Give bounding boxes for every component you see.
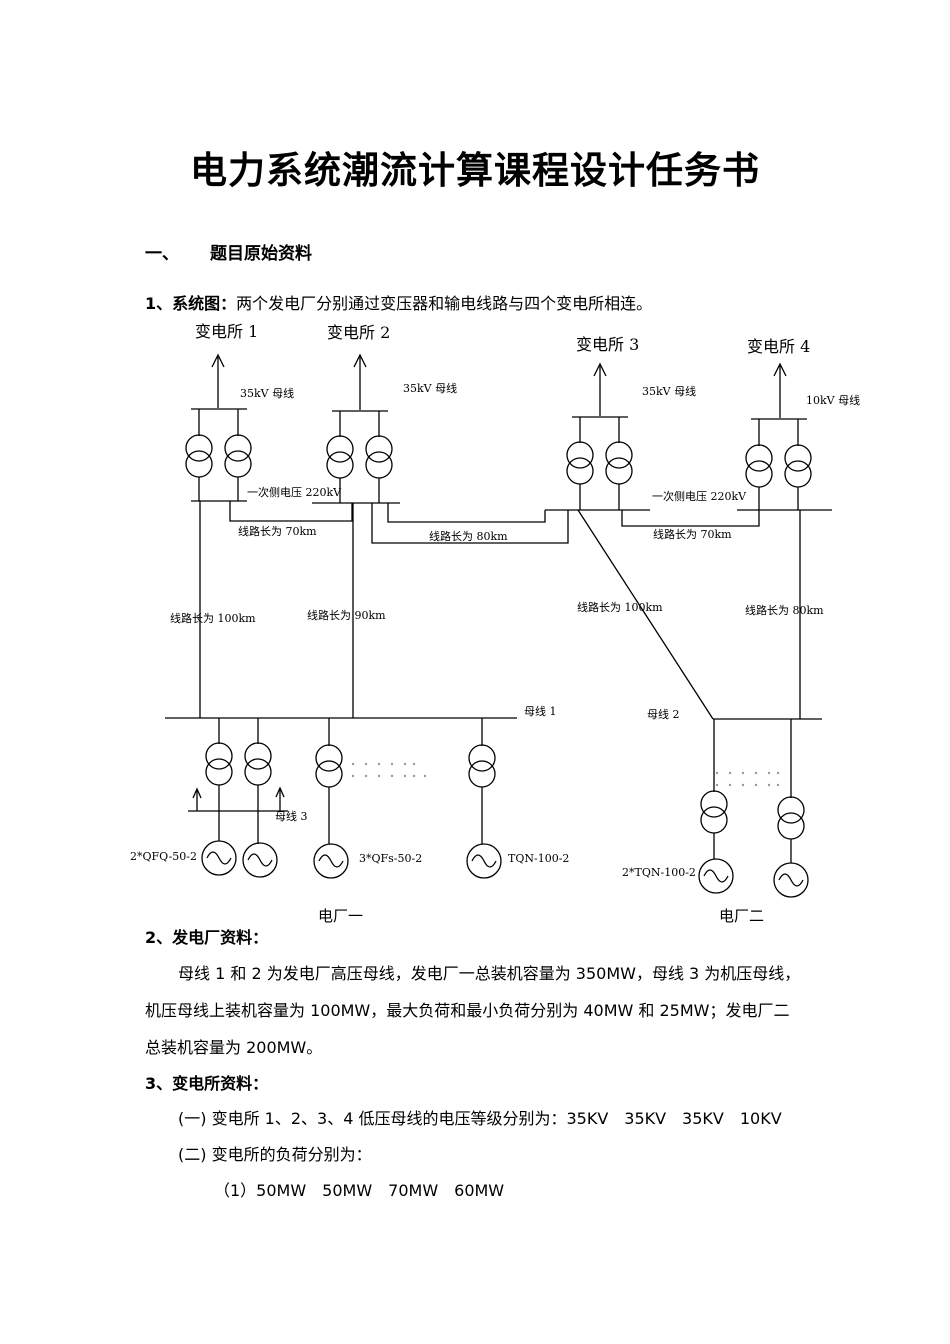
line-sub1-sub2 (229, 501, 353, 522)
generator-icon (313, 843, 349, 879)
item2-line-3: 总装机容量为 200MW。 (145, 1038, 323, 1057)
item3-loads-heading: (二) 变电所的负荷分别为： (178, 1145, 372, 1164)
item1-text: 两个发电厂分别通过变压器和输电线路与四个变电所相连。 (236, 294, 653, 313)
item3-voltage-levels: (一) 变电所 1、2、3、4 低压母线的电压等级分别为：35KV 35KV 3… (178, 1109, 782, 1128)
bus-voltage-label: 35kV 母线 (403, 381, 457, 395)
item1-paragraph: 1、系统图：两个发电厂分别通过变压器和输电线路与四个变电所相连。 (145, 290, 652, 314)
primary-voltage-label: 一次侧电压 220kV (652, 489, 747, 503)
line-sub3-sub4 (621, 510, 760, 527)
bus-voltage-label: 35kV 母线 (642, 384, 696, 398)
substation-1-label: 变电所 1 (195, 322, 258, 341)
bus-1-label: 母线 1 (524, 704, 557, 718)
line-length-label: 线路长为 70km (653, 527, 732, 541)
substation-4-label: 变电所 4 (747, 337, 810, 356)
line-length-label: 线路长为 80km (429, 529, 508, 543)
load-arrow-icon (593, 362, 607, 416)
bus-voltage-label: 35kV 母线 (240, 386, 294, 400)
line-length-label: 线路长为 100km (170, 611, 256, 625)
substation-2-label: 变电所 2 (327, 323, 390, 342)
item1-label: 1、系统图： (145, 294, 237, 313)
ellipsis-dots (351, 762, 427, 778)
substation-1-transformers (185, 408, 252, 502)
section-number: 一、 (145, 244, 179, 264)
generator-label: 2*QFQ-50-2 (130, 850, 197, 863)
line-length-label: 线路长为 100km (577, 600, 663, 614)
item2-label: 2、发电厂资料： (145, 928, 269, 947)
generator-icon (466, 843, 502, 879)
plant-1-label: 电厂一 (318, 907, 363, 925)
substation-2-transformers (312, 410, 400, 504)
line-length-label: 线路长为 80km (745, 603, 824, 617)
line-sub2-sub3 (371, 503, 569, 544)
section-heading: 题目原始资料 (210, 244, 312, 264)
generator-label: 3*QFs-50-2 (359, 852, 422, 865)
substation-3-transformers (545, 416, 650, 511)
generator-icon (242, 842, 278, 878)
plant-2-transformers (700, 719, 805, 863)
bus-2-label: 母线 2 (647, 707, 680, 721)
generator-icon (201, 840, 237, 876)
load-arrow-icon (211, 353, 225, 408)
primary-voltage-label: 一次侧电压 220kV (247, 485, 342, 499)
line-sub3-bus2 (577, 509, 714, 720)
plant-1-transformers (205, 718, 496, 844)
line-length-label: 线路长为 70km (238, 524, 317, 538)
load-arrow-icon (353, 353, 367, 410)
item3-label: 3、变电所资料： (145, 1074, 269, 1093)
load-arrow-icon (275, 786, 285, 811)
substation-3-label: 变电所 3 (576, 335, 639, 354)
generator-label: 2*TQN-100-2 (622, 866, 696, 879)
load-arrow-icon (773, 362, 787, 418)
substation-4-transformers (737, 418, 832, 511)
line-length-label: 线路长为 90km (307, 608, 386, 622)
generator-icon (698, 858, 734, 894)
page-title: 电力系统潮流计算课程设计任务书 (190, 149, 760, 192)
generator-label: TQN-100-2 (508, 852, 569, 865)
line-sub2-sub3-second (387, 503, 546, 523)
item3-loads-values: （1）50MW 50MW 70MW 60MW (214, 1181, 505, 1200)
item2-line-1: 母线 1 和 2 为发电厂高压母线，发电厂一总装机容量为 350MW，母线 3 … (178, 964, 801, 983)
generator-icon (773, 862, 809, 898)
bus-voltage-label: 10kV 母线 (806, 393, 860, 407)
item2-line-2: 机压母线上装机容量为 100MW，最大负荷和最小负荷分别为 40MW 和 25M… (145, 1001, 790, 1020)
load-arrow-icon (192, 787, 202, 811)
ellipsis-dots (715, 771, 780, 787)
plant-2-label: 电厂二 (719, 907, 764, 925)
bus-3-label: 母线 3 (275, 809, 308, 823)
